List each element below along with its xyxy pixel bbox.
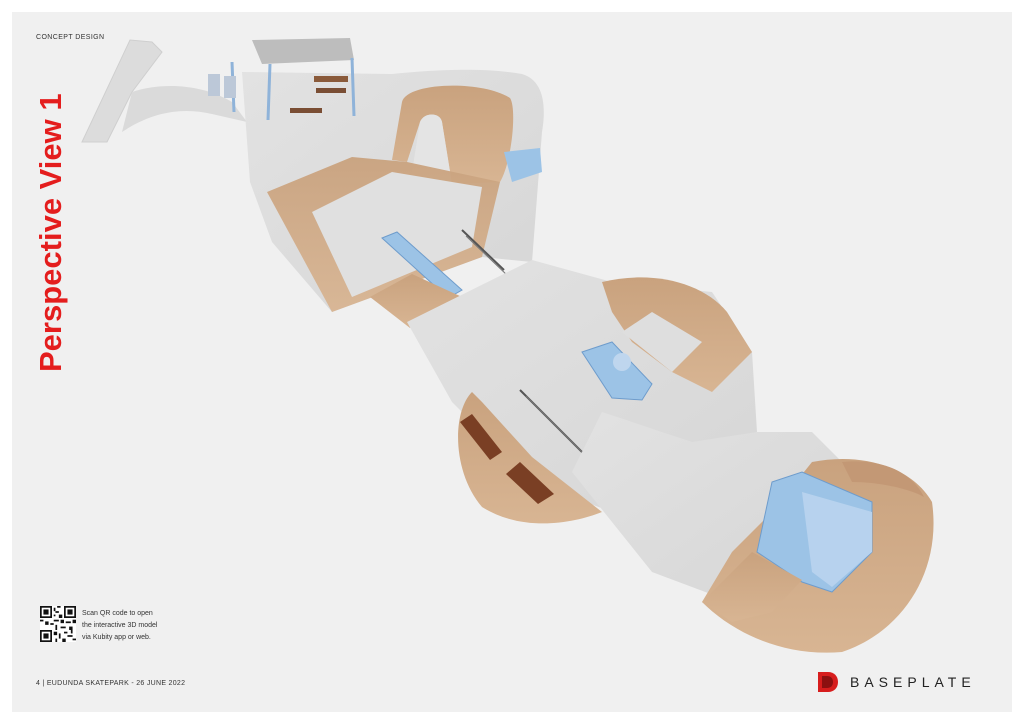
qr-instructions: Scan QR code to open the interactive 3D … (82, 608, 202, 644)
skatepark-rendering (81, 38, 934, 653)
lower-bowl-edge (842, 461, 924, 497)
lower-flat (572, 412, 842, 602)
blue-ledge-mid (581, 341, 653, 401)
brand-name: BASEPLATE (850, 674, 976, 690)
entry-path (81, 39, 163, 143)
lower-ramp-left (702, 552, 802, 622)
blue-quarter-upper (504, 148, 542, 182)
document-page: CONCEPT DESIGN Perspective View 1 (12, 12, 1012, 712)
page-number: 4 (36, 680, 41, 687)
rail-upper (461, 229, 505, 271)
ledge-upper (381, 231, 463, 299)
footer-separator: | (42, 680, 47, 687)
qr-line-1: Scan QR code to open (82, 610, 153, 617)
hip-feature (613, 353, 631, 371)
footer-project: EUDUNDA SKATEPARK - 26 JUNE 2022 (46, 680, 186, 687)
section-label: CONCEPT DESIGN (36, 34, 105, 41)
shelter (208, 38, 356, 121)
qr-line-3: via Kubity app or web. (82, 634, 151, 641)
qr-line-2: the interactive 3D model (82, 622, 158, 629)
blue-quarter-deck (802, 492, 872, 587)
footer: 4 | EUDUNDA SKATEPARK - 26 JUNE 2022 (36, 680, 185, 687)
qr-code[interactable] (40, 606, 76, 642)
brand: BASEPLATE (818, 672, 976, 692)
seating-plaza (458, 392, 602, 524)
bowl-wall (392, 85, 514, 184)
ramp-strip-mid (370, 274, 462, 328)
bench-1 (460, 414, 502, 460)
pyramid-top (622, 312, 702, 372)
baseplate-logo-icon (818, 672, 838, 692)
entry-path-curve (122, 86, 247, 132)
bench-2 (506, 462, 554, 504)
